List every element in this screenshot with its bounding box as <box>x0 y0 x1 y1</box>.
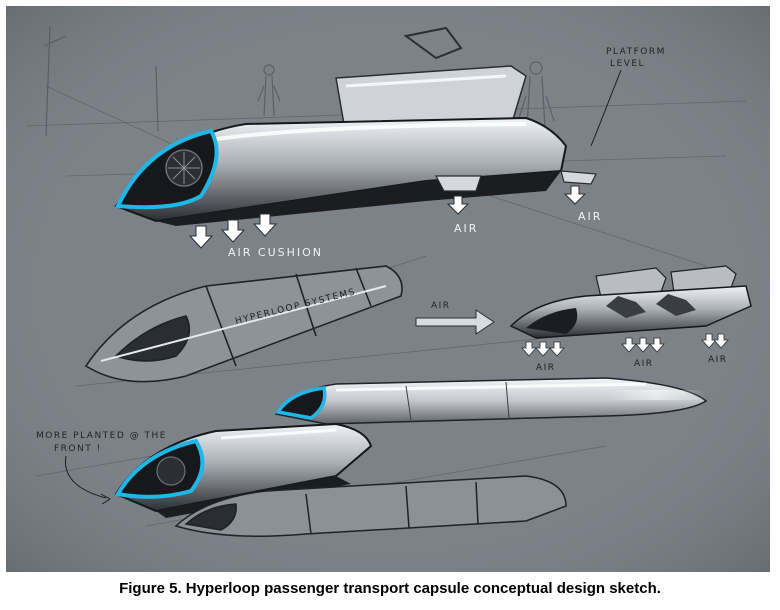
platform-roof-sketch <box>403 26 463 60</box>
small-air-arrows <box>521 333 729 357</box>
note-front-line1: MORE PLANTED @ THE <box>36 431 167 441</box>
front-note-leader <box>65 455 107 499</box>
note-front-line2: FRONT ! <box>54 444 102 454</box>
sketch-image: PLATFORM LEVEL AIR CUSHION AIR AIR HYPER… <box>6 6 770 572</box>
platform-level-leader <box>590 69 622 147</box>
label-air-cushion: AIR CUSHION <box>228 246 323 259</box>
capsule-air-pod <box>435 175 482 192</box>
main-capsule <box>114 65 597 226</box>
intake-fan-blades <box>168 152 200 184</box>
canopy-highlight <box>345 74 507 88</box>
label-air-small-2: AIR <box>634 359 654 369</box>
label-level: LEVEL <box>610 59 645 69</box>
label-platform: PLATFORM <box>606 47 666 57</box>
label-air-2: AIR <box>578 210 602 223</box>
front-note-arrowhead <box>100 493 111 505</box>
sketch-people <box>43 25 555 147</box>
side-section-capsule <box>509 265 752 339</box>
air-flow-arrow <box>415 309 495 335</box>
label-air-small-3: AIR <box>708 355 728 365</box>
lower-wireframe-capsule <box>174 475 567 537</box>
label-air-1: AIR <box>454 222 478 235</box>
label-air-flow: AIR <box>431 301 451 311</box>
air-cushion-arrows <box>188 185 587 249</box>
long-capsule <box>274 377 708 425</box>
label-air-small-1: AIR <box>536 363 556 373</box>
platform-edge <box>560 170 597 185</box>
wireframe-capsule <box>84 265 403 383</box>
figure-caption: Figure 5. Hyperloop passenger transport … <box>119 580 661 597</box>
sketch-canvas: PLATFORM LEVEL AIR CUSHION AIR AIR HYPER… <box>6 6 770 572</box>
